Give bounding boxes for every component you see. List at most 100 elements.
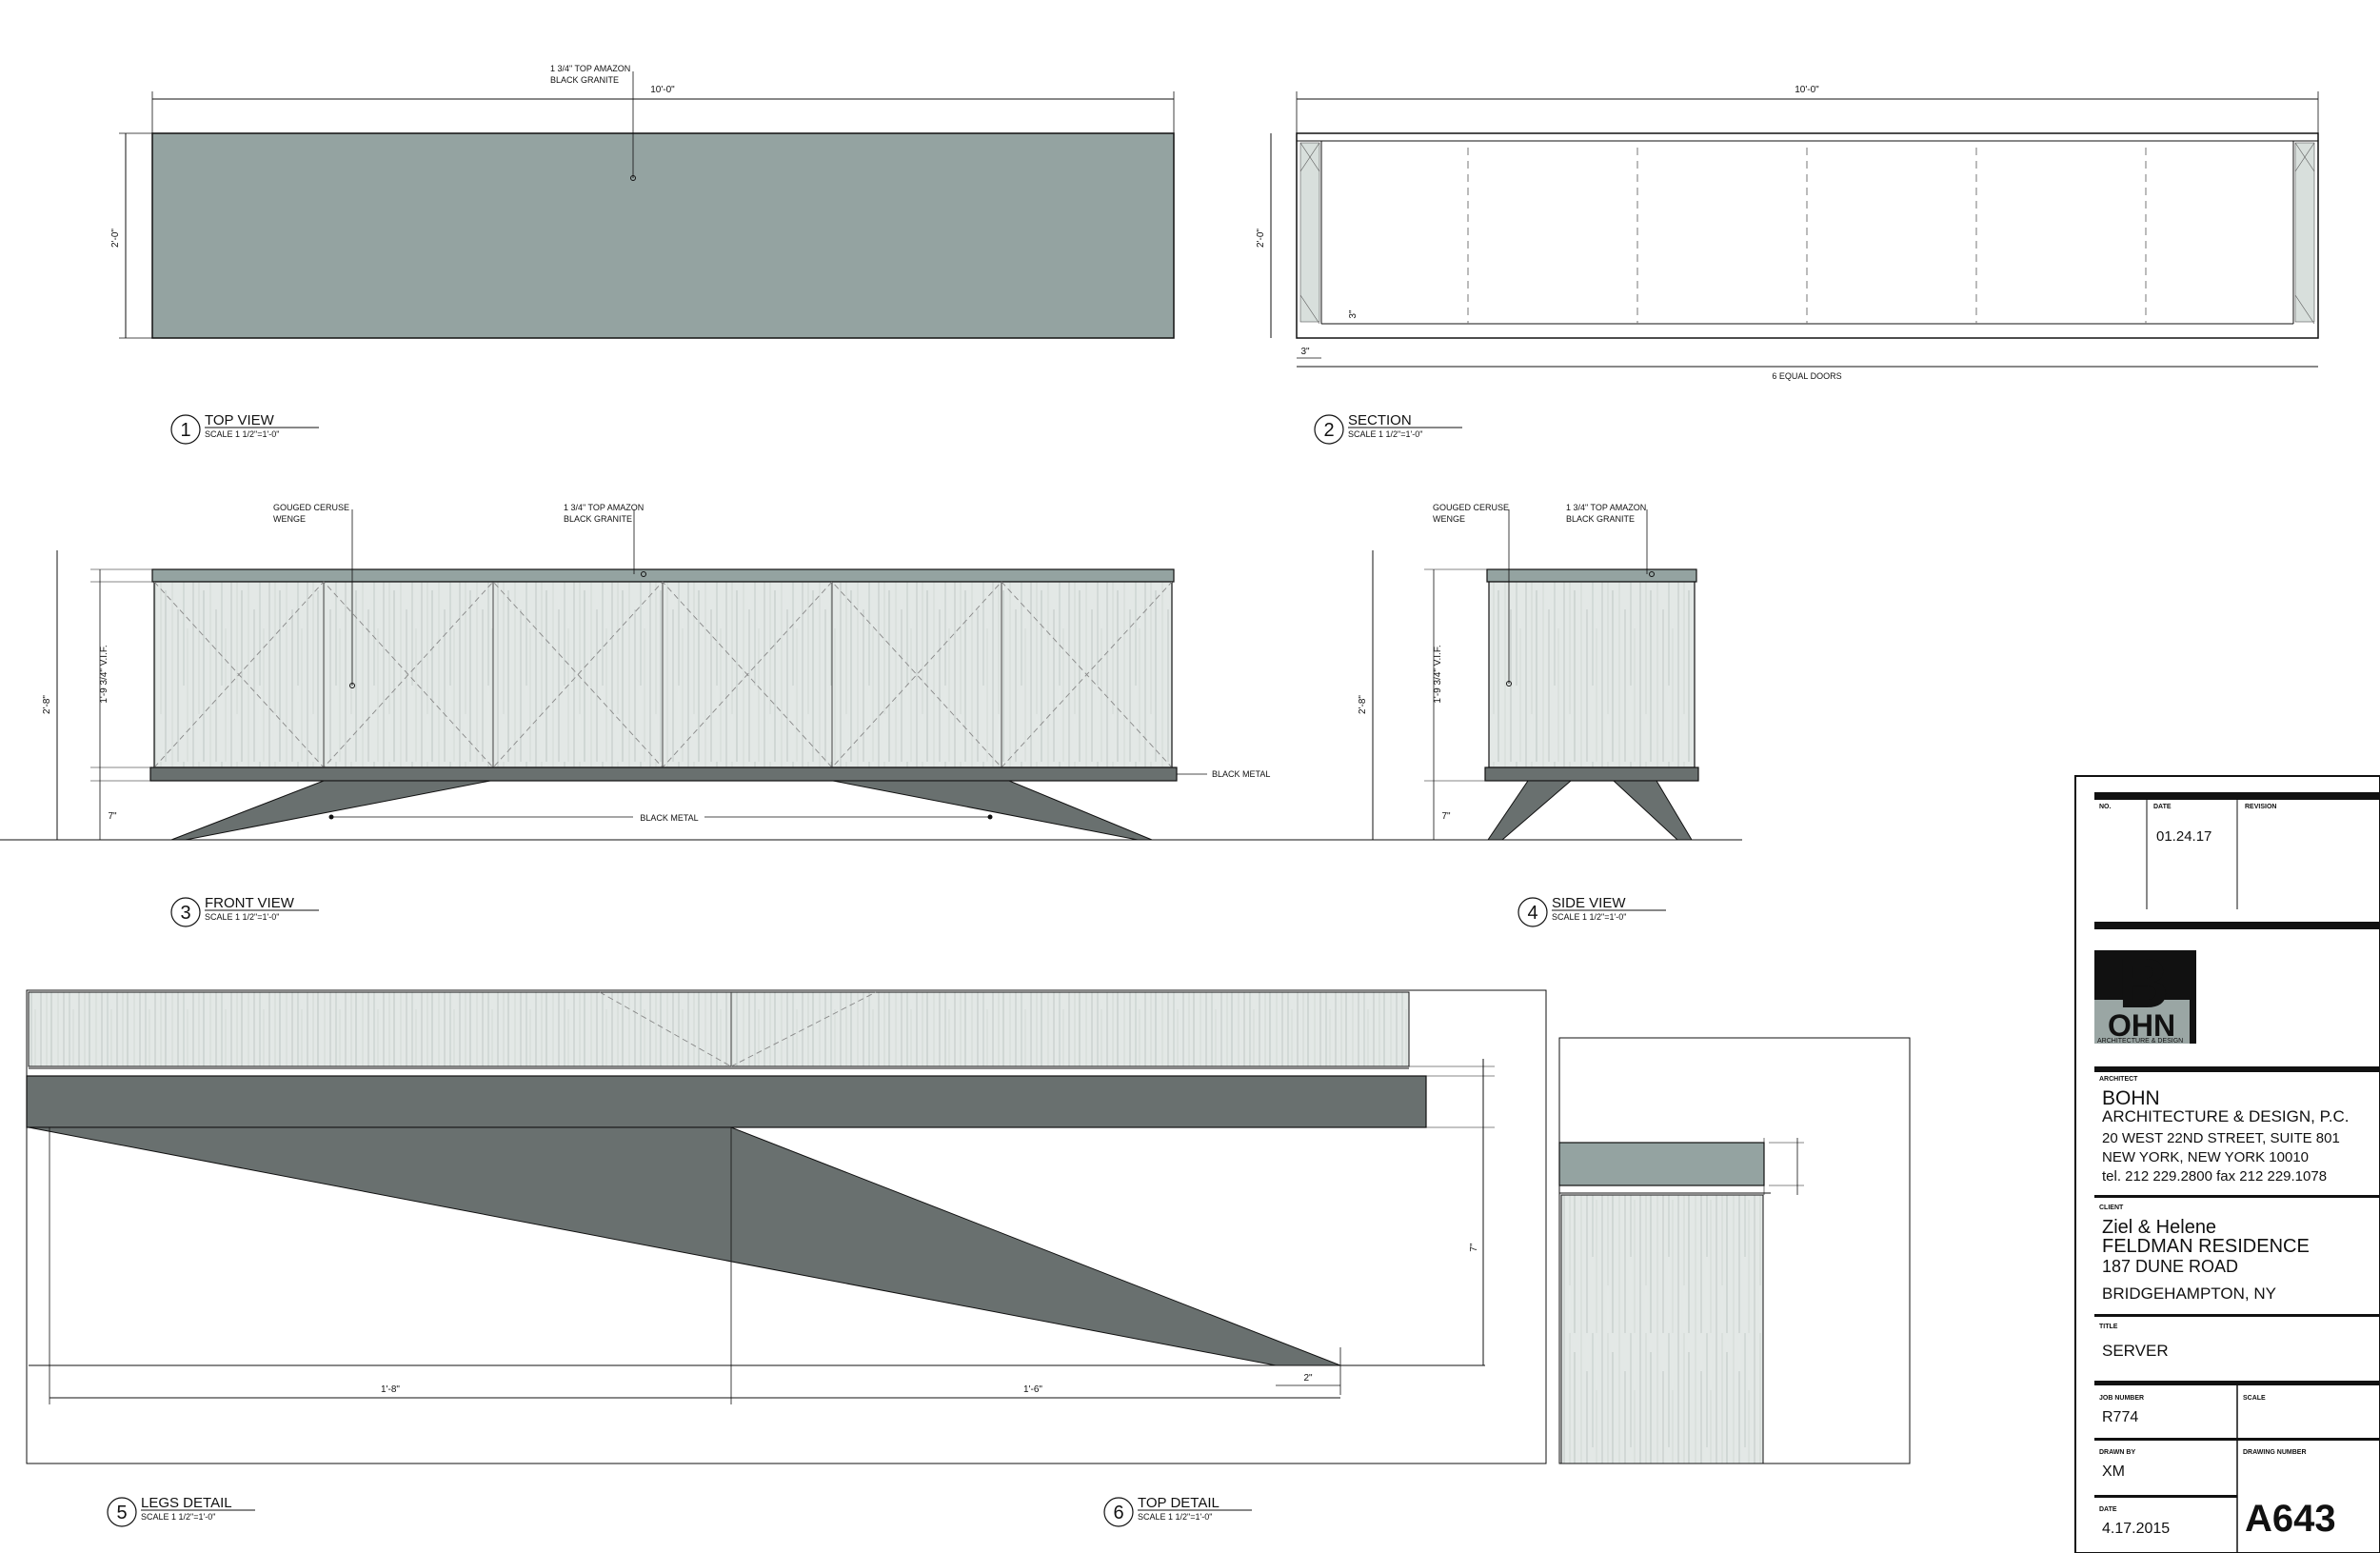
view-title: SIDE VIEW	[1552, 895, 1626, 911]
tb-client-label: CLIENT	[2099, 1205, 2124, 1211]
dim-1-8-text: 1'-8"	[381, 1384, 400, 1395]
dim-width-text: 10'-0"	[1795, 85, 1819, 95]
tb-address2: NEW YORK, NEW YORK 10010	[2102, 1149, 2309, 1165]
view-label-2: 2 SECTION SCALE 1 1/2"=1'-0"	[1314, 412, 1462, 445]
view-title: LEGS DETAIL	[141, 1495, 232, 1511]
tb-title-label: TITLE	[2099, 1324, 2118, 1330]
view-scale: SCALE 1 1/2"=1'-0"	[1552, 912, 1626, 922]
view-number-circle	[170, 897, 201, 927]
dim-7in-text: 7"	[1469, 1243, 1479, 1252]
tb-drawn-value: XM	[2102, 1463, 2125, 1480]
note-top-line2: BLACK GRANITE	[550, 75, 619, 85]
tb-revision-label: REVISION	[2245, 804, 2276, 810]
tb-no-label: NO.	[2099, 804, 2112, 810]
view-number: 6	[1113, 1503, 1123, 1523]
logo-ohn: OHN	[2108, 1008, 2175, 1043]
tb-client1: Ziel & Helene	[2102, 1217, 2216, 1238]
dim-2in-text: 2"	[1303, 1373, 1313, 1384]
view-title: FRONT VIEW	[205, 895, 295, 911]
front-view: BLACK METAL BLACK METAL GOUGED CERUSE WE…	[0, 503, 1742, 927]
view-number: 1	[180, 420, 190, 441]
view-scale: SCALE 1 1/2"=1'-0"	[1138, 1512, 1212, 1522]
view-scale: SCALE 1 1/2"=1'-0"	[205, 429, 279, 439]
view-number: 2	[1323, 420, 1334, 441]
section-view: 10'-0" 2'-0" 6 EQUAL DOORS 3" 3" 2 SECTI…	[1256, 85, 2319, 445]
metal-base-detail	[26, 1075, 1427, 1128]
note-top-line1: 1 3/4" TOP AMAZON	[550, 64, 630, 73]
tb-job-value: R774	[2102, 1409, 2138, 1425]
tb-date-value: 4.17.2015	[2102, 1521, 2170, 1537]
note-gouged-line2: WENGE	[273, 514, 306, 524]
cabinet-side	[1488, 581, 1696, 768]
title-block-frame	[2074, 775, 2380, 1553]
tb-address1: 20 WEST 22ND STREET, SUITE 801	[2102, 1130, 2340, 1146]
leg-side-right	[1612, 780, 1693, 841]
view-number-circle	[1517, 897, 1548, 927]
view-label-4: 4 SIDE VIEW SCALE 1 1/2"=1'-0"	[1517, 895, 1666, 927]
note-gouged-line2: WENGE	[1433, 514, 1465, 524]
view-title: TOP VIEW	[205, 412, 275, 428]
tb-date-label: DATE	[2153, 804, 2172, 810]
view-number: 3	[180, 903, 190, 924]
dim-doors-text: 6 EQUAL DOORS	[1772, 371, 1841, 381]
leg-right	[832, 780, 1153, 841]
note-top-line1: 1 3/4" TOP AMAZON	[1566, 503, 1646, 512]
logo-letter: B	[2118, 944, 2169, 1023]
dim-height-text: 2'-8"	[42, 695, 52, 714]
view-label-1: 1 TOP VIEW SCALE 1 1/2"=1'-0"	[170, 412, 319, 445]
dim-depth-text: 2'-0"	[110, 229, 121, 248]
leg-detail	[28, 1126, 1341, 1366]
tb-architect-line: ARCHITECTURE & DESIGN, P.C.	[2102, 1107, 2349, 1125]
tb-date-label2: DATE	[2099, 1506, 2117, 1513]
view-number: 4	[1527, 903, 1537, 924]
view-label-3: 3 FRONT VIEW SCALE 1 1/2"=1'-0"	[170, 895, 319, 927]
view-scale: SCALE 1 1/2"=1'-0"	[205, 912, 279, 922]
granite-top-front	[151, 568, 1175, 583]
metal-base-side	[1484, 767, 1699, 782]
logo-sub: ARCHITECTURE & DESIGN	[2097, 1038, 2183, 1045]
dim-vif-text: 1'-9 3/4" V.I.F.	[1433, 645, 1443, 703]
view-scale: SCALE 1 1/2"=1'-0"	[1348, 429, 1422, 439]
view-number-circle	[107, 1497, 137, 1527]
dim-7in-text: 7"	[108, 811, 117, 822]
tb-revision-date: 01.24.17	[2156, 828, 2211, 845]
cabinet-detail	[28, 991, 1410, 1067]
view-title: SECTION	[1348, 412, 1412, 428]
granite-top-side	[1486, 568, 1697, 583]
granite-top-detail	[1558, 1142, 1765, 1186]
side-view: GOUGED CERUSE WENGE 1 3/4" TOP AMAZON BL…	[1358, 503, 1699, 927]
tb-title-value: SERVER	[2102, 1342, 2169, 1360]
tb-client2: FELDMAN RESIDENCE	[2102, 1236, 2310, 1257]
tb-architect-name: BOHN	[2102, 1087, 2160, 1109]
legs-detail-view: 2" 1'-8" 1'-6" 7" 5 LEGS DETAIL SCALE 1 …	[26, 989, 1547, 1527]
tb-drawing-value: A643	[2245, 1498, 2336, 1540]
view-label-6: 6 TOP DETAIL SCALE 1 1/2"=1'-0"	[1103, 1495, 1252, 1527]
dim-3in-text: 3"	[1300, 347, 1310, 357]
top-detail-view: 6 TOP DETAIL SCALE 1 1/2"=1'-0"	[1103, 1037, 1911, 1527]
view-number: 5	[116, 1503, 127, 1523]
tb-drawing-label: DRAWING NUMBER	[2243, 1449, 2307, 1456]
tb-client3: 187 DUNE ROAD	[2102, 1257, 2238, 1276]
view-scale: SCALE 1 1/2"=1'-0"	[141, 1512, 215, 1522]
view-number-circle	[1103, 1497, 1134, 1527]
note-top-line1: 1 3/4" TOP AMAZON	[564, 503, 644, 512]
dim-7in-text: 7"	[1441, 811, 1451, 822]
metal-base-plate	[149, 767, 1178, 782]
tb-drawn-label: DRAWN BY	[2099, 1449, 2135, 1456]
title-block: NO. DATE REVISION 01.24.17 B OHN ARCHITE…	[2074, 775, 2380, 1553]
tb-scale-label: SCALE	[2243, 1395, 2266, 1402]
tb-job-label: JOB NUMBER	[2099, 1395, 2144, 1402]
note-gouged-line1: GOUGED CERUSE	[1433, 503, 1509, 512]
view-number-circle	[170, 414, 201, 445]
leg-side-left	[1487, 780, 1573, 841]
note-top-line2: BLACK GRANITE	[564, 514, 632, 524]
view-label-5: 5 LEGS DETAIL SCALE 1 1/2"=1'-0"	[107, 1495, 255, 1527]
dim-height-text: 2'-8"	[1358, 695, 1368, 714]
view-title: TOP DETAIL	[1138, 1495, 1220, 1511]
top-view: 10'-0" 2'-0" 1 3/4" TOP AMAZON BLACK GRA…	[110, 64, 1175, 445]
detail-frame	[26, 989, 1547, 1464]
view-number-circle	[1314, 414, 1344, 445]
note-black-metal: BLACK METAL	[640, 813, 698, 823]
tb-client4: BRIDGEHAMPTON, NY	[2102, 1284, 2276, 1303]
